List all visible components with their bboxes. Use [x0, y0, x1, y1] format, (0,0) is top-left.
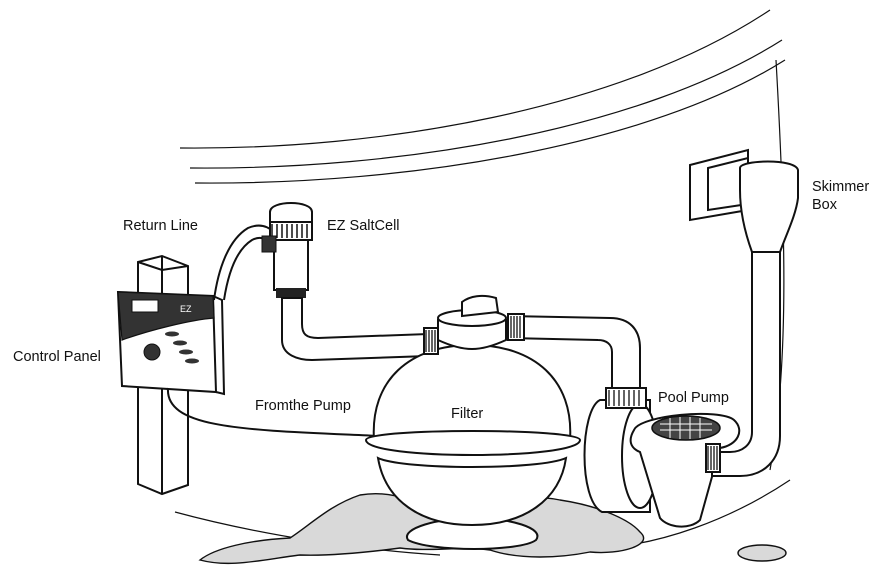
filter-tank [364, 294, 582, 550]
label-from-pump: Fromthe Pump [255, 398, 351, 414]
label-control-panel: Control Panel [13, 349, 101, 365]
label-pool-pump: Pool Pump [658, 390, 729, 406]
pump-hose [166, 387, 381, 437]
skimmer-pipe [705, 249, 781, 477]
cell-to-filter-pipe [281, 297, 429, 362]
control-panel: EZ [116, 290, 226, 396]
pool-pump [583, 387, 741, 528]
label-skimmer-box: Skimmer Box [812, 179, 870, 213]
label-filter: Filter [451, 406, 484, 422]
salt-cell [261, 202, 313, 298]
label-salt-cell: EZ SaltCell [327, 218, 400, 234]
panel-logo: EZ [180, 304, 192, 314]
skimmer-box [689, 148, 799, 253]
label-return-line: Return Line [123, 218, 198, 234]
